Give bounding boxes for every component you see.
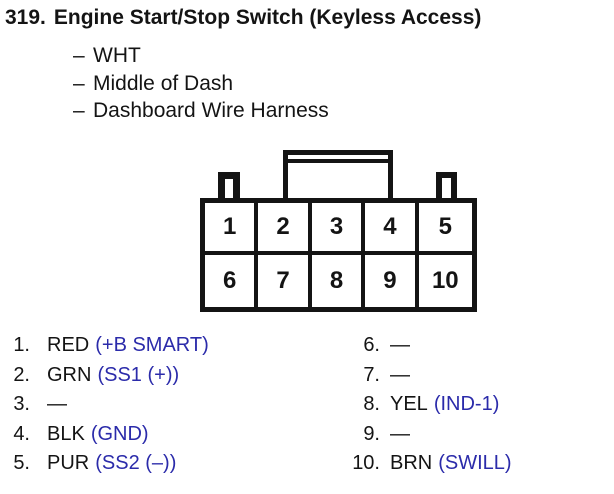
pin-number: 2.	[13, 363, 30, 386]
pin-row-3: 3. —	[0, 390, 209, 420]
connector-cell-3: 3	[311, 203, 366, 255]
detail-location: – Middle of Dash	[73, 70, 329, 98]
pin-signal: (SS1 (+))	[97, 363, 180, 386]
pin-row-6: 6. —	[344, 331, 512, 361]
pin-wire-color: BLK	[47, 422, 85, 445]
bullet-label: Dashboard Wire Harness	[93, 99, 329, 122]
pin-wire-color: —	[390, 363, 410, 386]
pin-row-2: 2. GRN (SS1 (+))	[0, 361, 209, 391]
pin-wire-color: YEL	[390, 393, 428, 415]
item-title: Engine Start/Stop Switch (Keyless Access…	[53, 6, 482, 29]
pin-number: 1.	[13, 334, 30, 356]
bullet-label: WHT	[93, 44, 141, 67]
pin-wire-color: —	[390, 334, 410, 356]
item-number: 319.	[5, 6, 46, 29]
latch-slot-line	[288, 159, 388, 163]
pin-wire-color: —	[390, 422, 410, 445]
pin-signal: (IND-1)	[433, 393, 500, 415]
bullet-dash: –	[73, 44, 85, 67]
pin-number: 5.	[13, 452, 30, 474]
pin-row-10: 10. BRN (SWILL)	[344, 449, 512, 479]
page-title: 319. Engine Start/Stop Switch (Keyless A…	[5, 5, 481, 30]
pin-number: 3.	[13, 393, 30, 415]
connector-cell-6: 6	[205, 255, 259, 307]
pin-signal: (GND)	[90, 422, 149, 445]
pin-row-8: 8. YEL (IND-1)	[344, 390, 512, 420]
connector-cell-8: 8	[312, 255, 366, 307]
pin-row-7: 7. —	[344, 361, 512, 391]
pin-row-1: 1. RED (+B SMART)	[0, 331, 209, 361]
bullet-label: Middle of Dash	[93, 71, 234, 95]
detail-harness: – Dashboard Wire Harness	[73, 97, 329, 125]
connector-cell-5: 5	[418, 203, 472, 255]
pin-wire-color: RED	[47, 334, 90, 356]
pin-wire-color: BRN	[390, 452, 433, 474]
pin-number: 6.	[363, 334, 380, 356]
pin-number: 9.	[363, 422, 380, 445]
connector-diagram: 1 2 3 4 5 6 7 8 9 10	[200, 150, 477, 312]
connector-body: 1 2 3 4 5 6 7 8 9 10	[200, 198, 477, 312]
connector-cell-10: 10	[431, 267, 459, 294]
pin-wire-color: —	[47, 393, 67, 415]
pin-row-4: 4. BLK (GND)	[0, 420, 209, 450]
connector-cell-1: 1	[205, 203, 259, 255]
pin-list-right: 6. — 7. — 8. YEL (IND-1) 9. — 10. BRN (S…	[344, 331, 512, 479]
connector-cell-4: 4	[365, 203, 419, 255]
bullet-dash: –	[73, 99, 85, 122]
pin-number: 4.	[13, 422, 30, 445]
pin-signal: (SS2 (–))	[95, 452, 177, 474]
pin-number: 10.	[352, 452, 380, 474]
connector-cell-2: 2	[258, 203, 312, 255]
connector-tab-left	[218, 172, 240, 198]
detail-wire-color: – WHT	[73, 42, 329, 70]
pin-wire-color: PUR	[47, 452, 90, 474]
pin-row-5: 5. PUR (SS2 (–))	[0, 449, 209, 479]
pin-number: 7.	[363, 363, 380, 386]
pin-signal: (SWILL)	[438, 452, 512, 474]
pin-signal: (+B SMART)	[95, 334, 209, 356]
connector-tab-right	[436, 172, 457, 198]
pin-wire-color: GRN	[47, 363, 92, 386]
detail-list: – WHT – Middle of Dash – Dashboard Wire …	[73, 42, 329, 125]
connector-cell-9: 9	[365, 255, 419, 307]
pin-number: 8.	[363, 393, 380, 415]
connector-cell-7: 7	[258, 255, 312, 307]
pin-list-left: 1. RED (+B SMART) 2. GRN (SS1 (+)) 3. — …	[0, 331, 209, 479]
connector-latch	[283, 150, 393, 198]
pin-row-9: 9. —	[344, 420, 512, 450]
bullet-dash: –	[73, 71, 85, 95]
